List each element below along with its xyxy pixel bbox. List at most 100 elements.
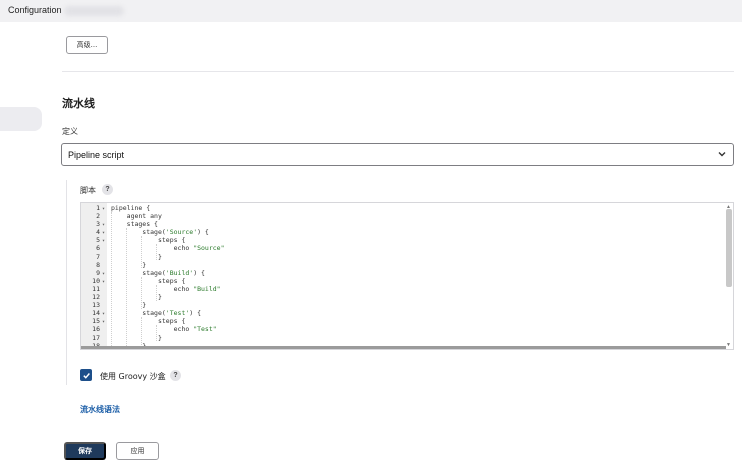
code-text: } (111, 260, 147, 269)
code-text: stage('Test') { (111, 309, 202, 318)
editor-gutter (81, 203, 107, 349)
line-number: 10 (92, 276, 100, 285)
line-number: 11 (92, 284, 100, 293)
code-line: 6 echo "Source" (81, 244, 224, 253)
code-text: steps { (111, 276, 186, 285)
line-number: 1 (96, 204, 100, 212)
blurred-breadcrumb (64, 6, 124, 16)
chevron-down-icon (718, 152, 726, 157)
code-line: 4▾ stage('Source') { (81, 228, 209, 237)
sandbox-help-icon[interactable]: ? (170, 370, 181, 381)
script-label: 脚本 (80, 186, 96, 195)
code-line: 13 } (81, 301, 146, 310)
line-number: 9 (96, 268, 100, 277)
code-line: 12 } (81, 293, 162, 302)
code-line: 18 } (81, 342, 146, 349)
string-literal: 'Source' (165, 228, 198, 237)
code-line: 15▾ steps { (81, 317, 185, 326)
code-line: 17 } (81, 333, 162, 342)
sandbox-label: 使用 Groovy 沙盒 (100, 372, 166, 381)
string-literal: 'Build' (165, 268, 194, 277)
pipeline-section-title: 流水线 (62, 97, 95, 110)
script-block (66, 180, 734, 385)
save-button[interactable]: 保存 (64, 442, 106, 460)
indent-guide (141, 277, 142, 309)
fold-toggle-icon[interactable]: ▾ (101, 270, 105, 277)
line-number: 18 (81, 342, 100, 349)
code-line: 3▾ stages { (81, 220, 158, 229)
code-text: steps { (111, 317, 186, 326)
apply-button[interactable]: 应用 (116, 442, 159, 460)
code-line: 2 agent any (81, 212, 162, 221)
code-line: 11 echo "Build" (81, 284, 220, 293)
line-number: 13 (92, 301, 100, 310)
code-text: pipeline { (111, 204, 151, 212)
fold-toggle-icon[interactable]: ▾ (101, 230, 105, 237)
line-number: 16 (92, 325, 100, 334)
fold-toggle-icon[interactable]: ▾ (101, 206, 105, 212)
code-text: echo "Build" (111, 284, 221, 293)
advanced-button[interactable]: 高级... (66, 36, 108, 54)
code-line: 8 } (81, 260, 146, 269)
code-line: 9▾ stage('Build') { (81, 268, 205, 277)
line-number: 7 (96, 252, 100, 261)
scroll-up-icon[interactable]: ▲ (726, 204, 731, 210)
indent-guide (141, 236, 142, 268)
code-text: echo "Source" (111, 244, 225, 253)
vertical-scrollbar[interactable] (726, 209, 732, 287)
code-text: stage('Build') { (111, 268, 205, 277)
code-text: echo "Test" (111, 325, 217, 334)
horizontal-scrollbar[interactable] (81, 346, 726, 349)
fold-toggle-icon[interactable]: ▾ (101, 311, 105, 318)
string-literal: 'Test' (165, 309, 190, 318)
fold-toggle-icon[interactable]: ▾ (101, 278, 105, 285)
indent-guide (141, 317, 142, 349)
pipeline-syntax-link[interactable]: 流水线语法 (80, 405, 120, 414)
line-number: 3 (96, 220, 100, 229)
code-line: 14▾ stage('Test') { (81, 309, 201, 318)
code-line: 16 echo "Test" (81, 325, 217, 334)
code-text: agent any (111, 212, 162, 221)
fold-toggle-icon[interactable]: ▾ (101, 238, 105, 245)
sidebar-active-item[interactable] (0, 107, 42, 131)
line-number: 12 (92, 293, 100, 302)
definition-label: 定义 (62, 127, 78, 136)
indent-guide (111, 212, 112, 348)
line-number: 6 (96, 244, 100, 253)
line-number: 2 (96, 212, 100, 221)
section-divider (62, 71, 734, 72)
code-line: 1▾ pipeline { (81, 204, 150, 212)
code-text: steps { (111, 236, 186, 245)
code-text: } (111, 252, 162, 261)
line-number: 5 (96, 236, 100, 245)
sandbox-checkbox[interactable] (80, 369, 92, 381)
code-line: 10▾ steps { (81, 276, 185, 285)
code-text: stages { (111, 220, 158, 229)
code-text: } (111, 342, 146, 349)
code-text: } (111, 301, 147, 310)
line-number: 8 (96, 260, 100, 269)
code-text: stage('Source') { (111, 228, 209, 237)
script-help-icon[interactable]: ? (102, 184, 113, 195)
line-number: 14 (92, 309, 100, 318)
code-line: 7 } (81, 252, 162, 261)
indent-guide (126, 228, 127, 348)
line-number: 15 (92, 317, 100, 326)
indent-guide (156, 325, 157, 341)
code-line: 5▾ steps { (81, 236, 185, 245)
line-number: 17 (92, 333, 100, 342)
definition-select[interactable]: Pipeline script (61, 143, 734, 166)
scroll-down-icon[interactable]: ▼ (726, 342, 731, 348)
code-text: } (111, 333, 162, 342)
fold-toggle-icon[interactable]: ▾ (101, 222, 105, 229)
checkmark-icon (82, 372, 90, 379)
code-text: } (111, 293, 162, 302)
line-number: 4 (96, 228, 100, 237)
definition-select-value: Pipeline script (68, 150, 125, 160)
fold-toggle-icon[interactable]: ▾ (101, 319, 105, 326)
indent-guide (156, 244, 157, 260)
top-bar: Configuration (0, 0, 742, 22)
page-title: Configuration (8, 5, 62, 15)
